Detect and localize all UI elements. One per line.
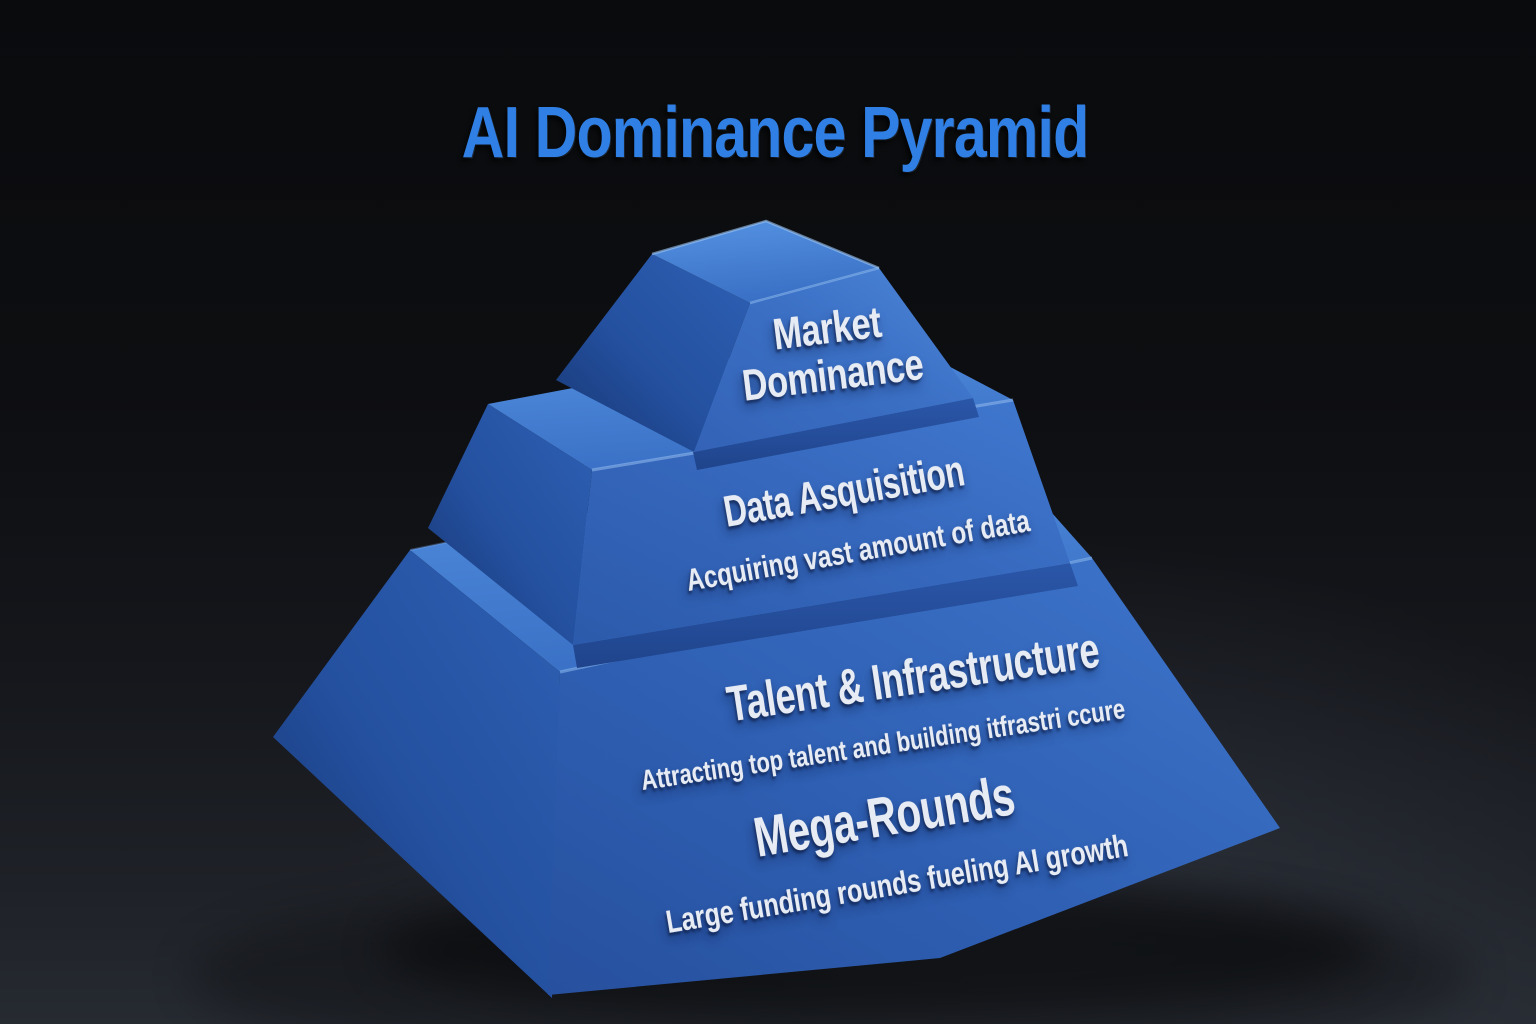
middle-block-bottom-lip <box>573 563 1078 668</box>
cap-bottom-lip <box>693 398 979 470</box>
cap-front-edge-highlight <box>749 266 880 305</box>
cap-left-face <box>556 254 750 452</box>
tier-market-dominance-block <box>556 219 979 470</box>
bottom-block-front-face <box>548 558 1280 995</box>
cap-ridge-highlight <box>651 219 880 270</box>
bottom-block-left-face <box>273 550 560 998</box>
cap-front-face <box>694 268 973 452</box>
page-title: AI Dominance Pyramid <box>461 93 1089 173</box>
middle-block-left-face <box>428 404 592 645</box>
